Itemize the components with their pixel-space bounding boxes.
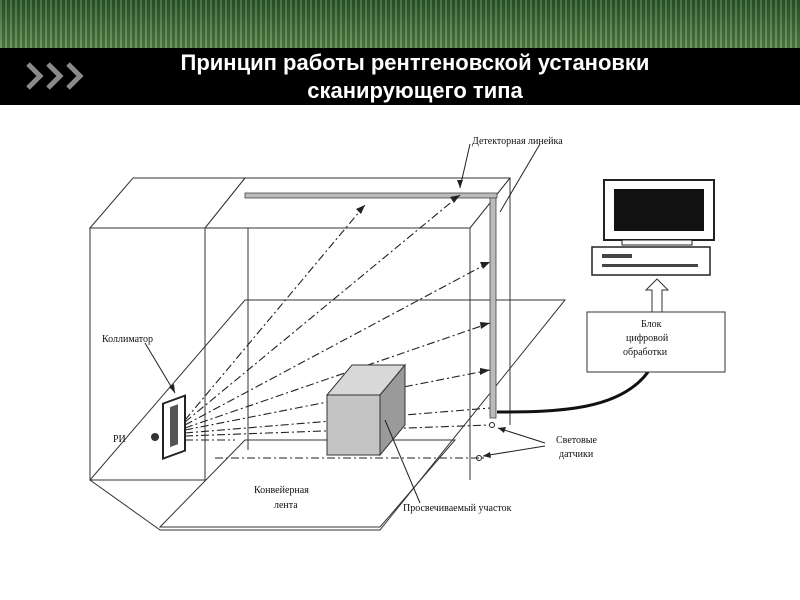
decorative-top-band (0, 0, 800, 48)
label-block-3: обработки (623, 347, 668, 358)
label-light-sensors-1: Световые (556, 435, 597, 446)
label-detector-line: Детекторная линейка (472, 136, 563, 147)
label-source: РИ (113, 434, 126, 445)
title-line-2: сканирующего типа (307, 78, 523, 103)
conveyor-belt (158, 439, 457, 528)
label-conveyor-1: Конвейерная (254, 485, 309, 496)
floor-plane (89, 299, 567, 531)
xray-scanner-diagram: Детекторная линейка Коллиматор РИ Конвей… (88, 136, 726, 531)
triple-chevron-icon (26, 62, 84, 90)
digital-processing-block (586, 311, 726, 373)
label-conveyor-2: лента (274, 500, 298, 511)
tunnel-frame (203, 177, 512, 480)
collimator (162, 394, 186, 461)
xray-source-point (151, 433, 159, 441)
label-collimator: Коллиматор (102, 334, 153, 345)
label-block-1: Блок (641, 319, 662, 330)
title-line-1: Принцип работы рентгеновской установки (180, 50, 650, 75)
scanned-object (325, 363, 407, 457)
label-block-2: цифровой (626, 333, 669, 344)
beam-arrowheads (356, 195, 490, 375)
up-arrow (644, 278, 670, 313)
signal-cable (496, 371, 650, 414)
label-light-sensors-2: датчики (559, 449, 594, 460)
label-scanned-area: Просвечиваемый участок (403, 503, 512, 514)
detector-line (244, 192, 498, 419)
computer (591, 179, 715, 276)
page-title: Принцип работы рентгеновской установки с… (100, 49, 730, 105)
title-bar (0, 48, 800, 105)
